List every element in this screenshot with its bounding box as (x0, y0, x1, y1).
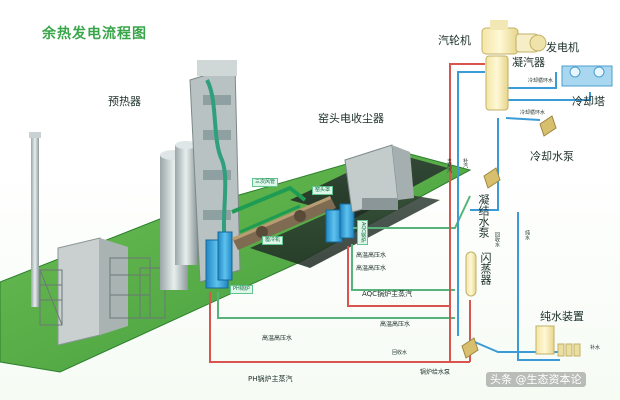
cooling-tower (561, 65, 613, 87)
label-hp-water-2: 高温高压水 (262, 335, 293, 342)
label-aqc-steam: AQC锅炉主蒸汽 (362, 290, 413, 298)
label-pure-water-small: 纯水 (524, 230, 530, 240)
condensate-pump (483, 167, 501, 189)
label-ph-steam: PH锅炉主蒸汽 (248, 375, 293, 383)
cooling-pump (539, 115, 557, 137)
flash-tank (465, 251, 477, 297)
label-low-pressure: 补汽 (462, 158, 468, 168)
label-hp-water-4: 高温高压水 (356, 265, 387, 272)
label-condenser: 凝汽器 (512, 56, 545, 69)
label-cooling-return: 冷却循环水 (520, 110, 546, 116)
main-steam-line (449, 63, 485, 362)
label-cooling-supply: 冷却循环水 (528, 78, 554, 84)
label-condensate-pump: 凝结水泵 (477, 194, 490, 238)
label-flash-tank: 闪蒸器 (479, 252, 492, 285)
steel-frame (39, 257, 166, 326)
tag-tertiary-air: 三次风管 (252, 178, 279, 187)
label-generator: 发电机 (546, 41, 579, 54)
ph-steam-line (209, 292, 470, 363)
label-kiln-head-collector: 窑头电收尘器 (318, 112, 384, 125)
aqc-steam-line (347, 246, 450, 307)
tag-kiln-head: 窑头罩 (312, 186, 334, 195)
label-cooling-tower: 冷却塔 (572, 95, 605, 108)
silo (175, 145, 197, 265)
label-preheater: 预热器 (108, 95, 141, 108)
diagram-title: 余热发电流程图 (42, 26, 147, 42)
building (57, 237, 101, 346)
label-pure-water: 纯水装置 (540, 310, 584, 323)
tag-aqc-boiler: AQC锅炉 (357, 220, 368, 245)
condenser (485, 55, 509, 111)
label-hp-water-3: 高温高压水 (380, 321, 411, 328)
label-makeup-2: 回收水 (494, 232, 500, 247)
chimney (31, 132, 39, 307)
label-turbine: 汽轮机 (438, 34, 471, 47)
label-makeup-1: 回收水 (392, 350, 408, 356)
label-cooling-pump: 冷却水泵 (530, 150, 574, 163)
label-main-steam: 主蒸汽 (446, 158, 452, 173)
feed-pump (461, 337, 479, 359)
label-feed-small: 补水 (590, 345, 601, 351)
tag-ph-boiler: PH锅炉 (230, 285, 253, 294)
label-hp-water-1: 高温高压水 (356, 252, 387, 259)
rotary-kiln (232, 196, 336, 250)
tag-grate-cooler: 篦冷机 (262, 236, 284, 245)
turbine (481, 27, 519, 55)
pure-water-plant (535, 325, 555, 355)
watermark: 头条 @生态资本论 (486, 372, 586, 387)
water-line (457, 71, 485, 336)
label-feed-pump: 锅炉给水泵 (420, 369, 451, 376)
